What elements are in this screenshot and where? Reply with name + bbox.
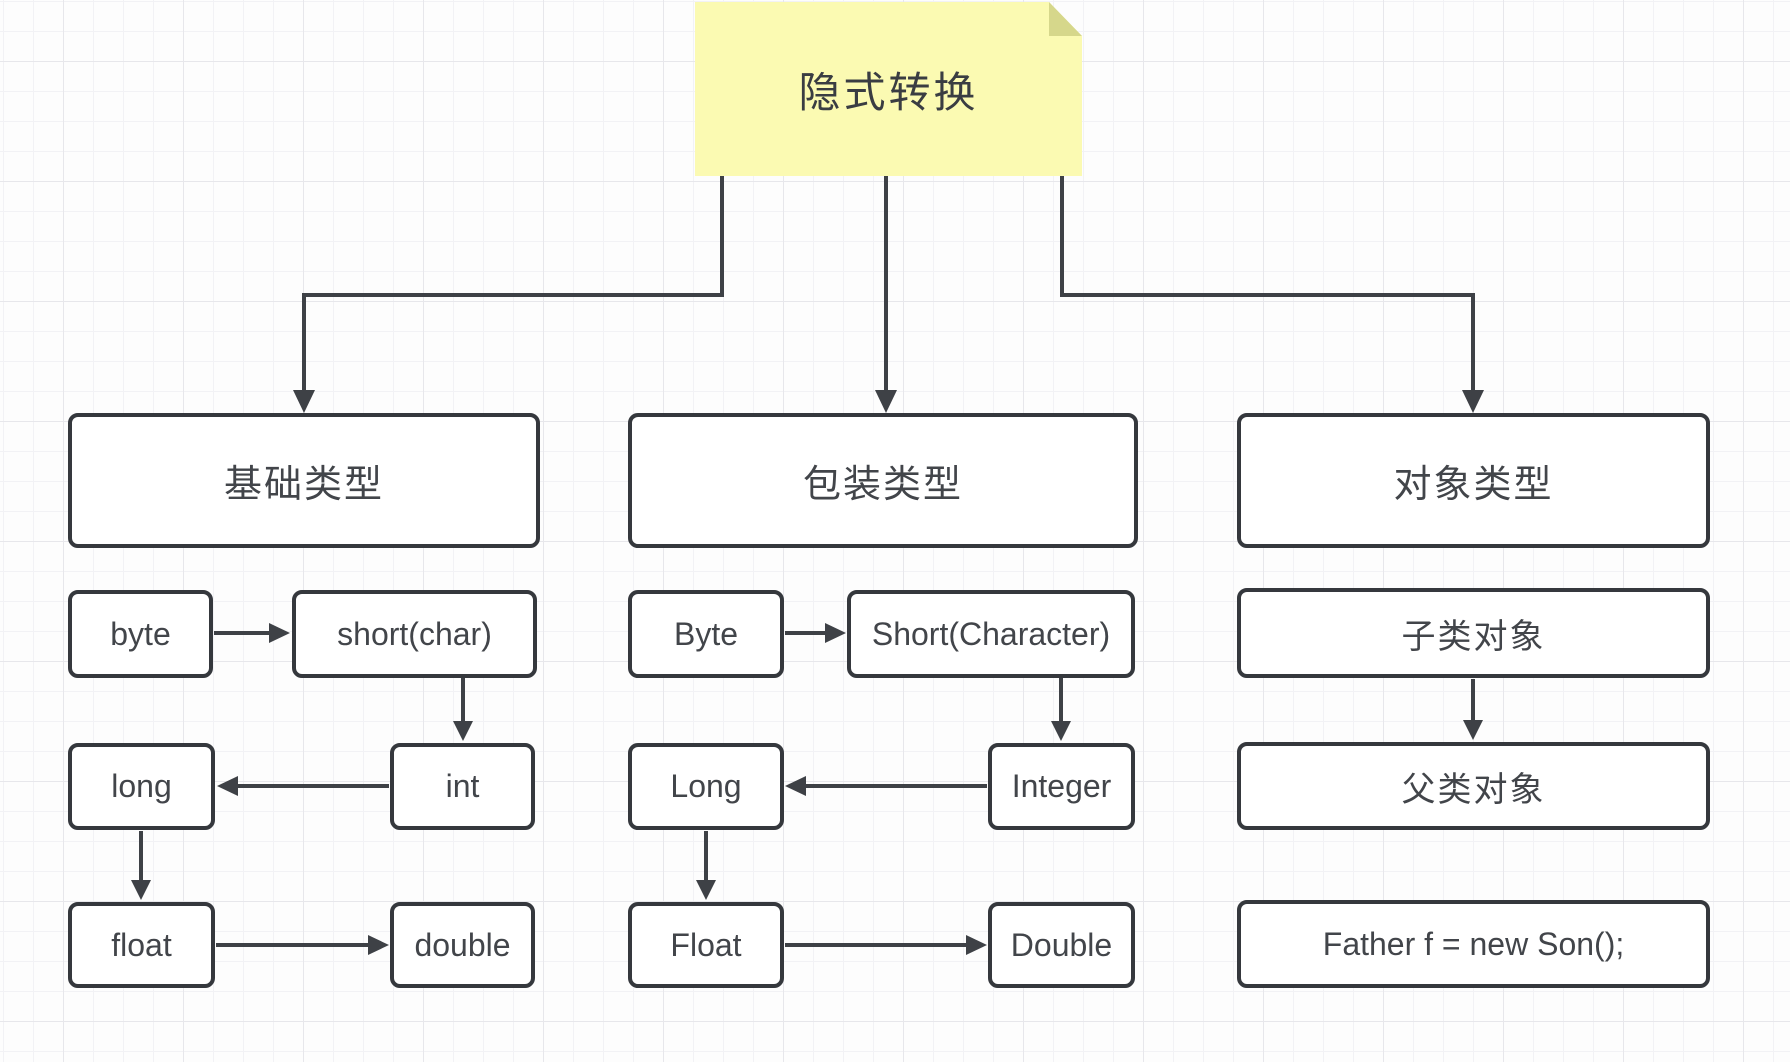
node-int-label: int [445, 768, 480, 804]
node-short-char[interactable]: short(char) [292, 590, 537, 678]
node-Double[interactable]: Double [988, 902, 1135, 988]
node-parent-object-label: 父类对象 [1401, 770, 1546, 809]
node-byte[interactable]: byte [68, 590, 213, 678]
header-object-types-label: 对象类型 [1393, 464, 1554, 506]
node-long[interactable]: long [68, 743, 215, 830]
arrow-long-to-float [131, 831, 151, 900]
connector-title-to-basic [293, 176, 724, 413]
node-Short-Character-label: Short(Character) [871, 615, 1111, 652]
node-Long-label: Long [670, 768, 742, 804]
arrow-Byte-to-Short [785, 623, 846, 643]
connector-title-to-wrapper [875, 176, 897, 413]
arrow-Long-to-Float [696, 831, 716, 900]
sticky-note-fold-corner [1049, 2, 1082, 36]
header-basic-types[interactable]: 基础类型 [68, 413, 540, 548]
node-double[interactable]: double [390, 902, 535, 988]
header-wrapper-types-label: 包装类型 [802, 464, 963, 506]
node-Integer[interactable]: Integer [988, 743, 1135, 830]
arrow-float-to-double [216, 935, 389, 955]
sticky-note[interactable]: 隐式转换 [695, 2, 1082, 176]
node-Byte[interactable]: Byte [628, 590, 784, 678]
sticky-note-title: 隐式转换 [798, 68, 979, 116]
header-basic-types-label: 基础类型 [223, 464, 384, 506]
node-long-label: long [111, 768, 172, 804]
header-object-types[interactable]: 对象类型 [1237, 413, 1710, 548]
node-Float[interactable]: Float [628, 902, 784, 988]
node-father-code-label: Father f = new Son(); [1322, 925, 1625, 962]
node-Double-label: Double [1010, 926, 1113, 963]
arrow-Integer-to-Long [785, 776, 987, 796]
node-Float-label: Float [670, 926, 742, 963]
node-Long[interactable]: Long [628, 743, 784, 830]
node-Short-Character[interactable]: Short(Character) [847, 590, 1135, 678]
arrow-child-to-parent [1463, 679, 1483, 740]
connector-title-to-object [1060, 176, 1484, 413]
node-Integer-label: Integer [1011, 768, 1112, 804]
node-short-char-label: short(char) [337, 615, 492, 652]
node-byte-label: byte [110, 615, 171, 652]
node-parent-object[interactable]: 父类对象 [1237, 742, 1710, 830]
node-Byte-label: Byte [673, 615, 739, 652]
node-father-code[interactable]: Father f = new Son(); [1237, 900, 1710, 988]
arrow-short-to-int [453, 678, 473, 741]
node-float[interactable]: float [68, 902, 215, 988]
node-child-object-label: 子类对象 [1401, 617, 1546, 656]
arrow-Short-to-Integer [1051, 678, 1071, 741]
arrow-Float-to-Double [785, 935, 987, 955]
node-float-label: float [111, 926, 172, 963]
arrow-int-to-long [217, 776, 389, 796]
arrow-byte-to-short [214, 623, 290, 643]
node-double-label: double [414, 926, 511, 963]
header-wrapper-types[interactable]: 包装类型 [628, 413, 1138, 548]
node-int[interactable]: int [390, 743, 535, 830]
node-child-object[interactable]: 子类对象 [1237, 588, 1710, 678]
